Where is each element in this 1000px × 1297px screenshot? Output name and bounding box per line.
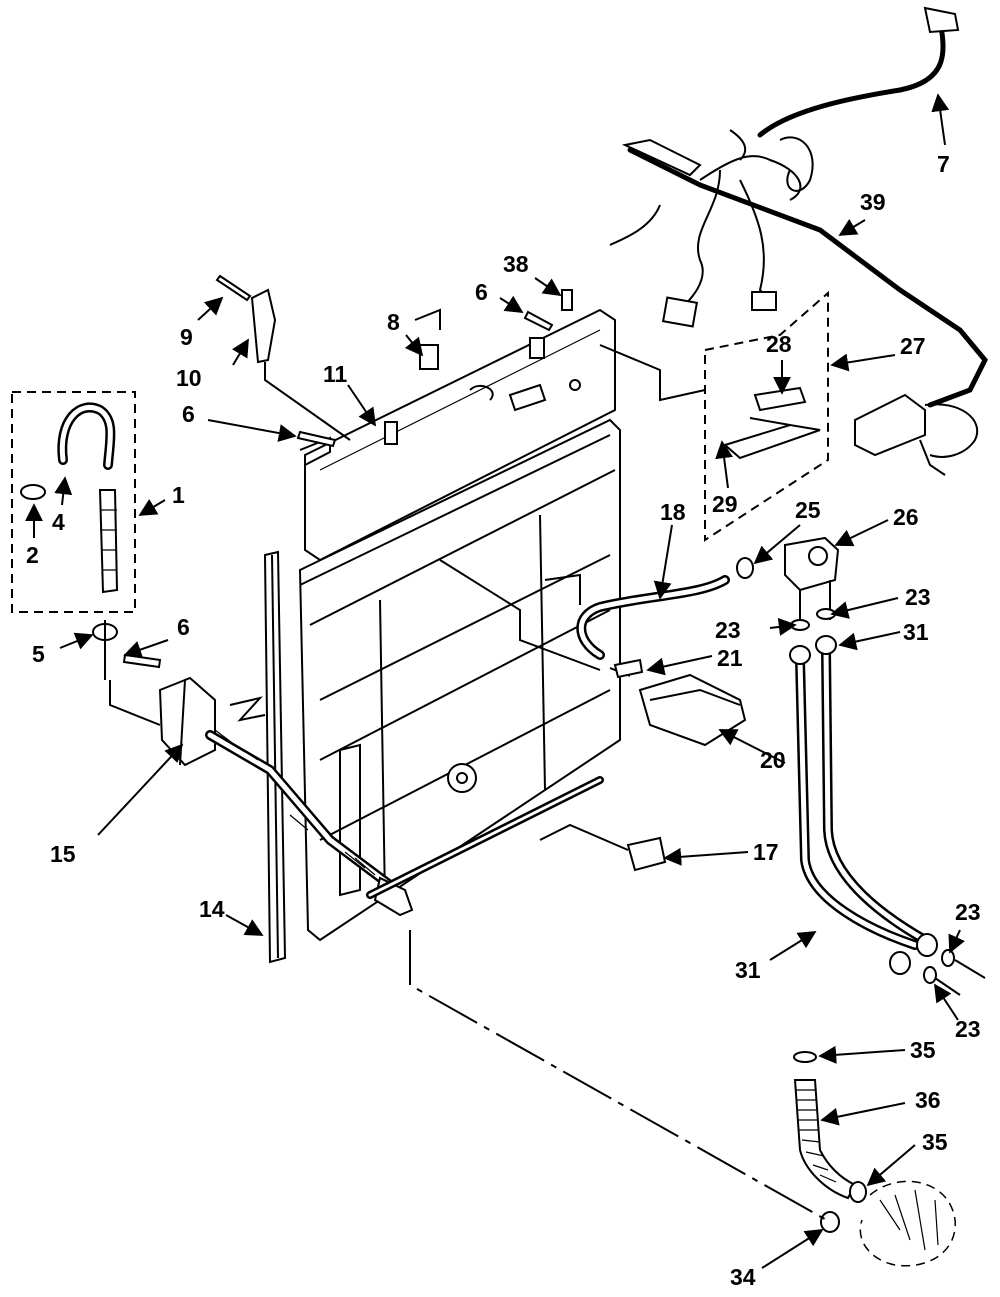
callout-23a: 23 (715, 617, 741, 643)
drain-hose-parts (409, 930, 956, 1267)
callout-39: 39 (860, 189, 886, 215)
callout-1: 1 (172, 482, 185, 508)
screw-9 (215, 274, 252, 302)
callout-4: 4 (52, 509, 65, 535)
callout-31b: 31 (735, 957, 761, 983)
part-20 (638, 673, 747, 747)
wire-harness (609, 6, 988, 476)
callout-5: 5 (32, 641, 45, 667)
callout-21: 21 (717, 645, 743, 671)
part-25 (736, 557, 754, 579)
part-4-hose (98, 489, 119, 594)
bracket-10 (250, 288, 277, 364)
callout-35a: 35 (910, 1037, 936, 1063)
callout-2: 2 (26, 542, 39, 568)
callout-20: 20 (760, 747, 786, 773)
clamp-35-bottom (849, 1181, 867, 1203)
callout-27: 27 (900, 333, 926, 359)
callout-26: 26 (893, 504, 919, 530)
upper-rear-panel (299, 289, 706, 562)
callout-8: 8 (387, 309, 400, 335)
panel-grommet (447, 763, 477, 793)
callout-7: 7 (937, 151, 950, 177)
callout-10: 10 (176, 365, 202, 391)
screw-6-mid (296, 430, 337, 448)
callout-36: 36 (915, 1087, 941, 1113)
callout-6a: 6 (182, 401, 195, 427)
part-17 (626, 836, 667, 872)
part-21 (613, 658, 644, 679)
fill-hose-and-valve (539, 536, 840, 872)
callout-6b: 6 (475, 279, 488, 305)
callout-labels: 1 2 4 5 6 6 6 7 8 9 10 11 14 15 17 18 20… (26, 151, 981, 1290)
callout-17: 17 (753, 839, 779, 865)
callout-23d: 23 (955, 1016, 981, 1042)
callout-18: 18 (660, 499, 686, 525)
connector-34 (820, 1211, 840, 1233)
harness-connector (854, 393, 926, 457)
callout-29: 29 (712, 491, 738, 517)
power-plug (923, 6, 960, 34)
callout-14: 14 (199, 896, 225, 922)
callout-31a: 31 (903, 619, 929, 645)
callout-6c: 6 (177, 614, 190, 640)
callout-23b: 23 (905, 584, 931, 610)
drain-hose-assembly (109, 676, 604, 917)
callout-35b: 35 (922, 1129, 948, 1155)
callout-25: 25 (795, 497, 821, 523)
side-trim-strip (263, 550, 287, 964)
screw-6-left (122, 653, 162, 669)
callout-23c: 23 (955, 899, 981, 925)
hardware (122, 274, 644, 679)
part-8 (419, 344, 439, 370)
callout-38: 38 (503, 251, 529, 277)
drain-hose-36 (793, 1079, 857, 1200)
clamp-35-top (793, 1051, 817, 1063)
callout-9: 9 (180, 324, 193, 350)
leader-lines (25, 93, 965, 1269)
screw-6-top (523, 310, 554, 332)
part-28 (753, 386, 807, 412)
callout-34: 34 (730, 1264, 756, 1290)
callout-11: 11 (323, 361, 348, 387)
inlet-hoses (789, 635, 986, 996)
parts-kit-box (11, 391, 136, 680)
callout-28: 28 (766, 331, 792, 357)
callout-15: 15 (50, 841, 76, 867)
part-2 (20, 484, 46, 500)
main-rear-panel (298, 418, 621, 942)
part-15-housing (158, 676, 216, 767)
